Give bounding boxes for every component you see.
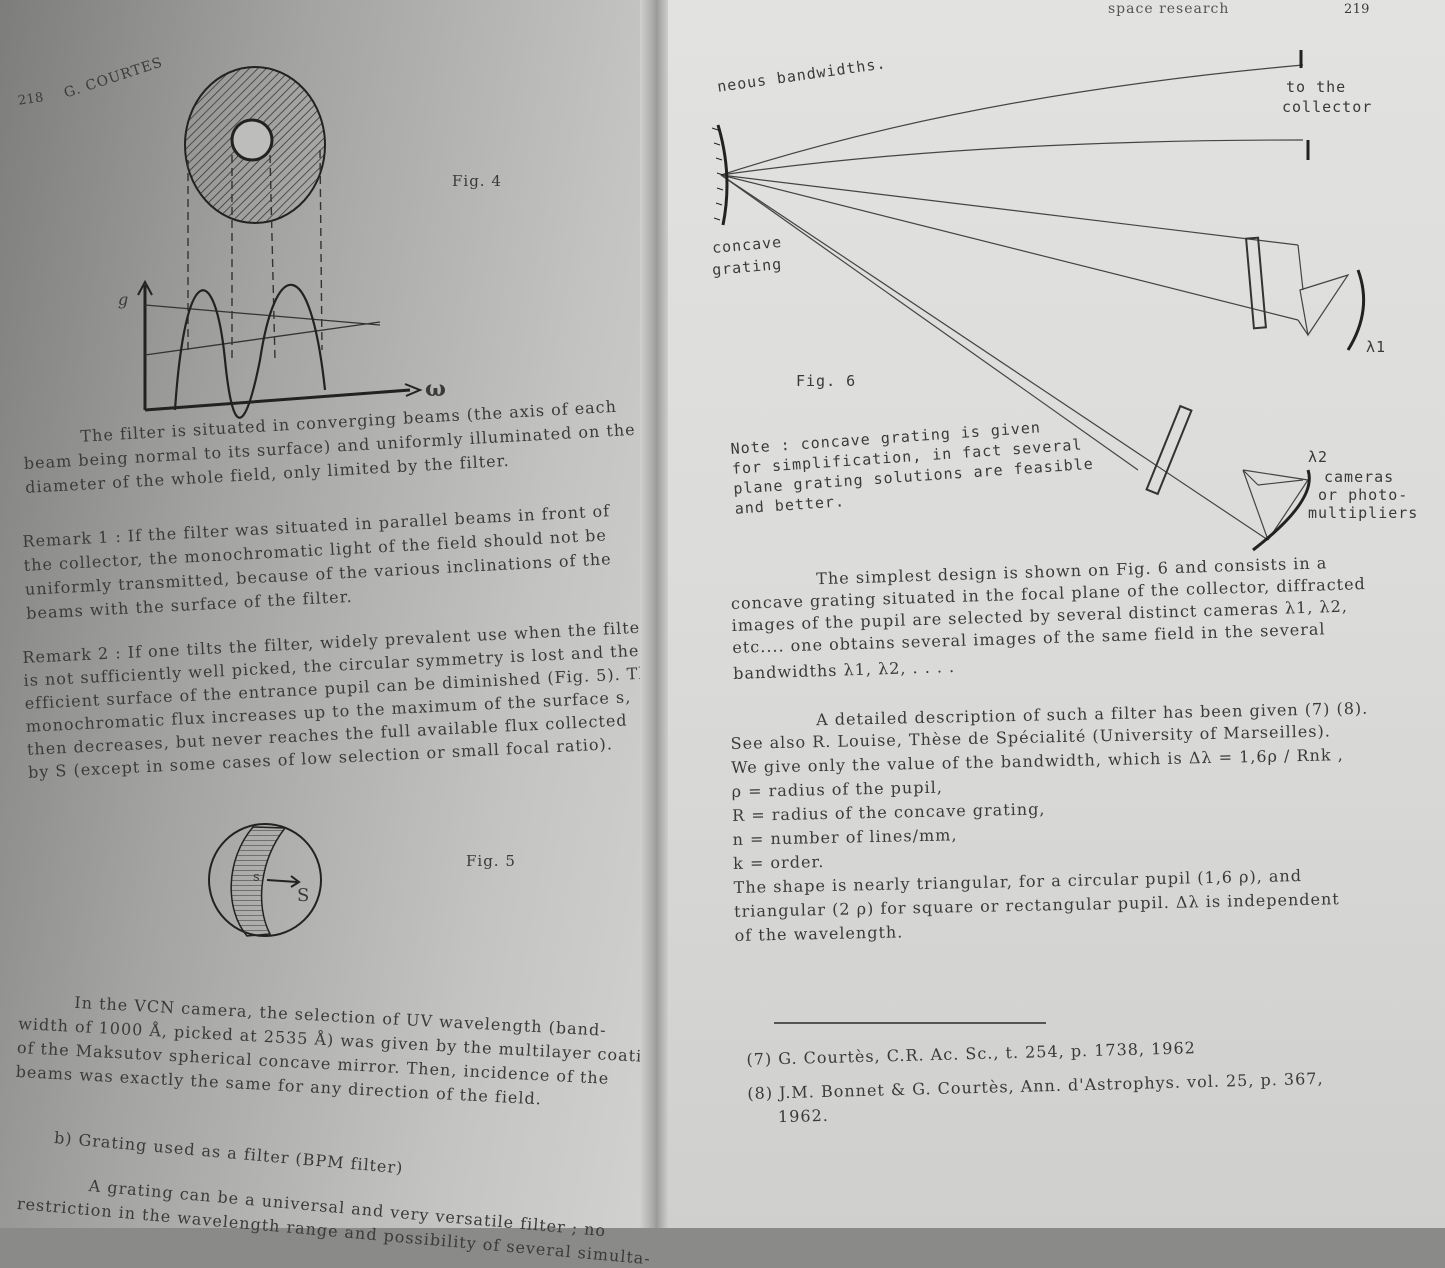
left-page: 218 G. COURTES Fig. 4 g ω The filter is … <box>0 0 665 1268</box>
filter-hole <box>230 118 274 162</box>
fig4-diagram <box>137 66 423 419</box>
section-heading: b) Grating used as a filter (BPM filter) <box>53 1128 405 1178</box>
lambda2-label: λ2 <box>1308 448 1329 466</box>
page-number: 218 <box>17 90 45 109</box>
right-page: space research 219 neous bandwidths. to … <box>668 0 1445 1228</box>
fig5-diagram <box>208 823 322 937</box>
book-gutter <box>640 0 670 1228</box>
cameras-label-2: or photo- <box>1318 486 1409 504</box>
fig5-label: Fig. 5 <box>466 852 516 870</box>
page-number: 219 <box>1344 2 1370 17</box>
fig4-axis-x: ω <box>425 376 447 402</box>
footnote-rule <box>774 1022 1046 1024</box>
cameras-label-3: multipliers <box>1308 504 1419 522</box>
fig6-label: Fig. 6 <box>796 372 857 390</box>
collector-label-1: to the <box>1286 78 1347 96</box>
lambda1-label: λ1 <box>1366 338 1387 356</box>
fig6-diagram <box>711 50 1366 552</box>
fig4-axis-y: g <box>118 290 130 309</box>
running-head: space research <box>1108 1 1230 17</box>
fig5-label-S: S <box>297 885 311 906</box>
collector-label-2: collector <box>1282 98 1373 116</box>
fig4-label: Fig. 4 <box>452 172 502 190</box>
cameras-label-1: cameras <box>1324 468 1395 486</box>
fig5-label-s: s <box>253 870 260 885</box>
